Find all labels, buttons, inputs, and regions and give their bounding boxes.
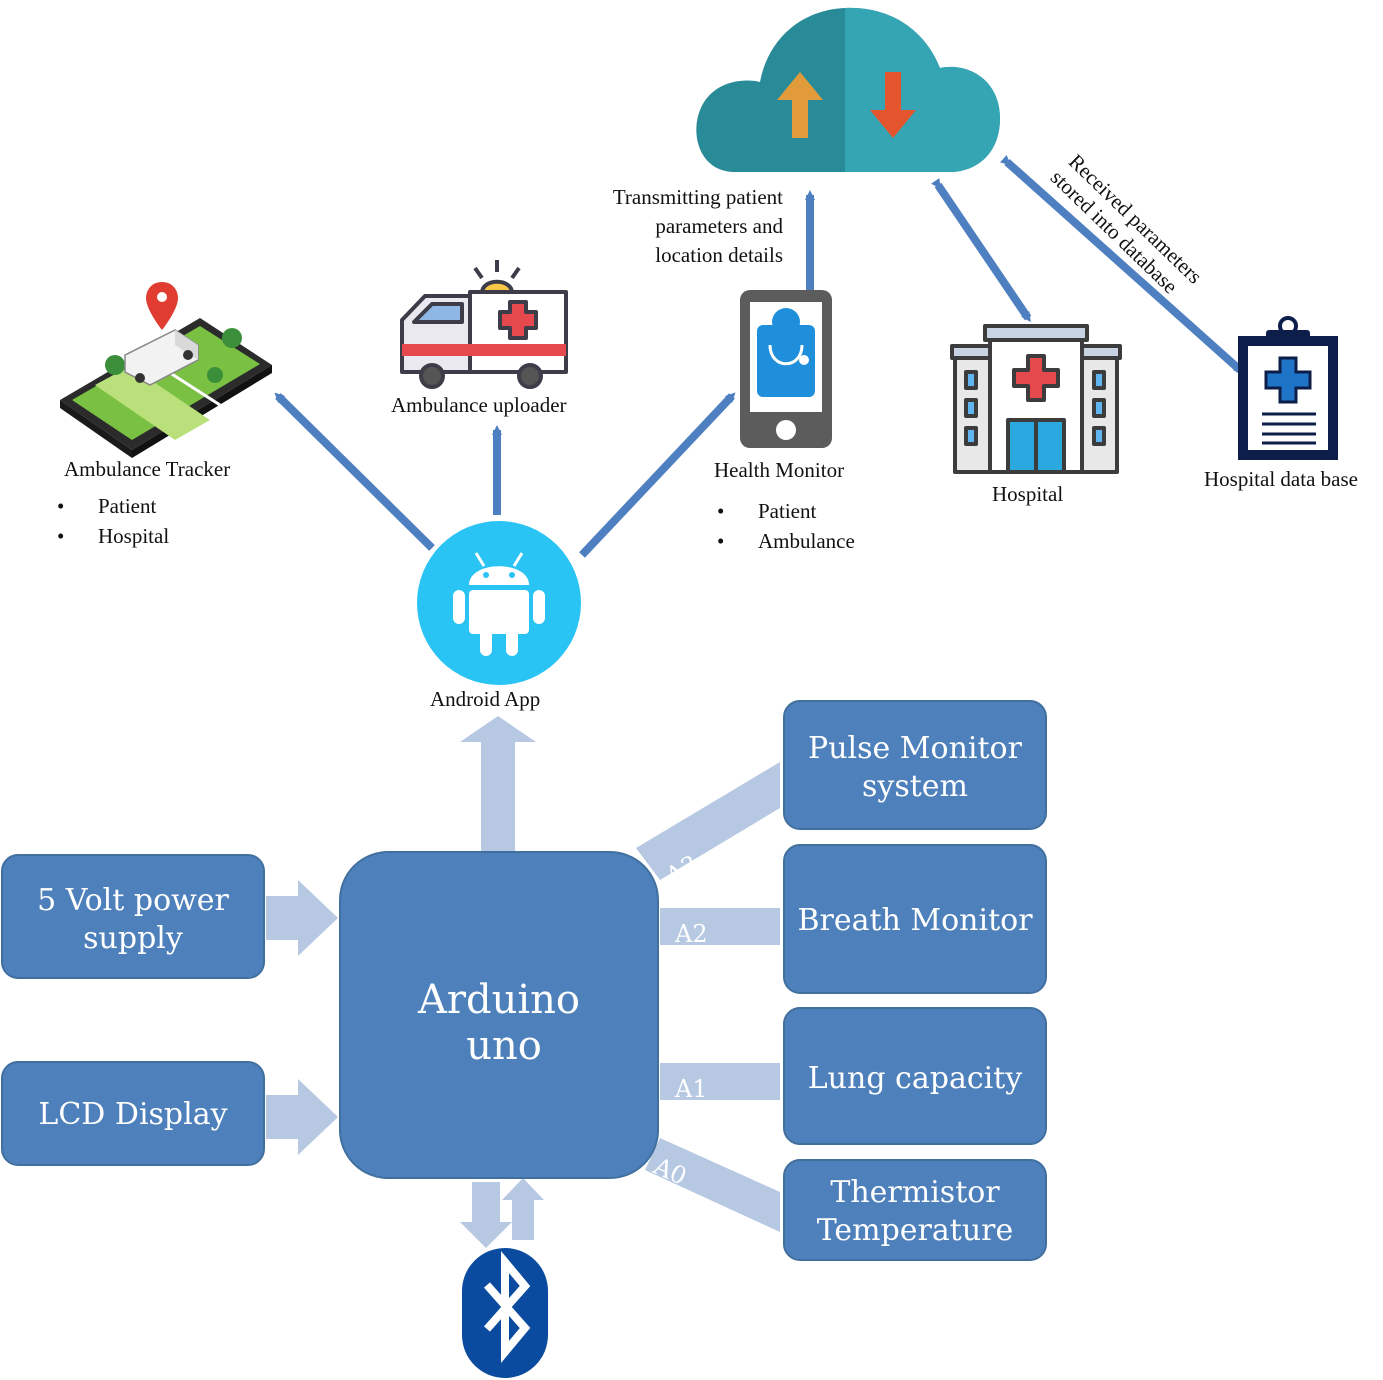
thermistor-box: Thermistor Temperature	[783, 1159, 1047, 1261]
connector-a1	[660, 1063, 780, 1100]
connector-a2	[660, 908, 780, 945]
ambulance-icon	[400, 260, 568, 389]
port-a1-label: A1	[674, 1075, 708, 1103]
bullet-item: Patient	[758, 499, 816, 523]
arduino-title: Arduino	[417, 977, 580, 1023]
pulse-line-2: system	[862, 769, 968, 804]
hospital-label: Hospital	[992, 482, 1063, 506]
arrow-cloud-database	[999, 154, 1244, 374]
bluetooth-icon	[462, 1248, 548, 1378]
bullet-item: Ambulance	[758, 529, 855, 553]
ambulance-tracker-bullets: • Patient • Hospital	[57, 494, 169, 548]
lung-label: Lung capacity	[808, 1061, 1023, 1096]
bullet-item: Patient	[98, 494, 156, 518]
arrow-to-tracker	[274, 392, 435, 551]
arrow-arduino-to-bluetooth	[460, 1182, 512, 1248]
connector-a3	[636, 762, 780, 880]
power-line-1: 5 Volt power	[37, 883, 229, 918]
phone-doctor-icon	[740, 290, 832, 448]
received-caption: Received parameters stored into database	[1046, 149, 1207, 298]
arrow-power-to-arduino	[266, 880, 338, 956]
arduino-subtitle: uno	[466, 1023, 542, 1069]
android-icon	[417, 521, 581, 685]
power-supply-box: 5 Volt power supply	[1, 854, 265, 979]
hardware-connectors	[266, 716, 780, 1248]
health-monitor-label: Health Monitor	[714, 458, 844, 482]
arrow-to-health-monitor	[579, 392, 736, 558]
lcd-display-box: LCD Display	[1, 1061, 265, 1166]
health-monitor-bullets: • Patient • Ambulance	[717, 499, 855, 553]
hospital-db-label: Hospital data base	[1204, 467, 1358, 491]
arrow-bluetooth-to-arduino	[502, 1178, 544, 1240]
svg-text:•: •	[717, 529, 724, 553]
network-arrows	[274, 154, 1244, 558]
svg-text:•: •	[57, 494, 64, 518]
cloud-caption: Transmitting patient parameters and loca…	[613, 185, 784, 267]
pulse-monitor-box: Pulse Monitor system	[783, 700, 1047, 830]
breath-monitor-box: Breath Monitor	[783, 844, 1047, 994]
lung-capacity-box: Lung capacity	[783, 1007, 1047, 1145]
power-line-2: supply	[83, 921, 183, 956]
hospital-icon	[950, 324, 1122, 474]
thermistor-line-2: Temperature	[817, 1213, 1014, 1248]
lcd-label: LCD Display	[38, 1097, 227, 1132]
ambulance-uploader-label: Ambulance uploader	[391, 393, 567, 417]
svg-text:•: •	[717, 499, 724, 523]
caption-line-2: parameters and	[655, 214, 783, 238]
svg-text:•: •	[57, 524, 64, 548]
cloud-upload-download-icon	[696, 7, 1000, 172]
ambulance-tracker-label: Ambulance Tracker	[64, 457, 230, 481]
pulse-line-1: Pulse Monitor	[808, 731, 1023, 766]
arduino-box: Arduino uno	[339, 851, 659, 1179]
android-app-label: Android App	[430, 687, 540, 711]
arrow-lcd-to-arduino	[266, 1079, 338, 1155]
arrow-arduino-to-android	[460, 716, 536, 855]
connector-a0	[645, 1138, 780, 1232]
caption-line-1: Transmitting patient	[613, 185, 783, 209]
breath-label: Breath Monitor	[797, 903, 1033, 938]
bullet-item: Hospital	[98, 524, 169, 548]
caption-line-3: location details	[655, 243, 783, 267]
thermistor-line-1: Thermistor	[830, 1175, 1000, 1210]
map-ambulance-icon	[60, 282, 272, 458]
port-a2-label: A2	[674, 920, 708, 948]
clipboard-medical-icon	[1238, 316, 1338, 460]
arrow-cloud-hospital	[931, 178, 1032, 323]
